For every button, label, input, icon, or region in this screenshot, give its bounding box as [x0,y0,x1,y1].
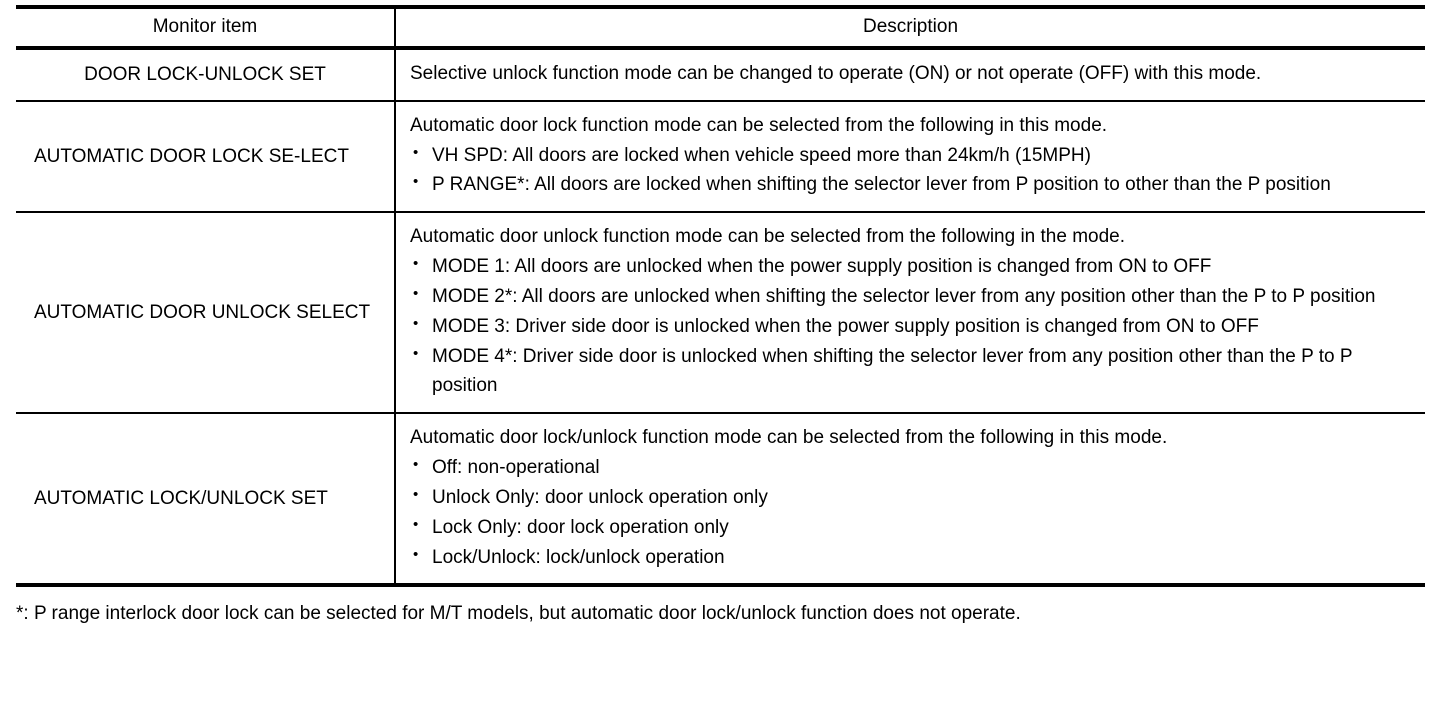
description-cell: Selective unlock function mode can be ch… [395,48,1425,101]
description-bullet-item: Unlock Only: door unlock operation only [410,483,1415,513]
description-bullet-list: MODE 1: All doors are unlocked when the … [410,252,1415,401]
monitor-item-cell: AUTOMATIC DOOR UNLOCK SELECT [16,211,396,414]
description-bullet-item: MODE 1: All doors are unlocked when the … [410,252,1415,282]
description-bullet-item: MODE 2*: All doors are unlocked when shi… [410,282,1415,312]
table-row: AUTOMATIC DOOR LOCK SE-LECT Automatic doo… [16,99,1425,213]
monitor-item-cell: AUTOMATIC LOCK/UNLOCK SET [16,412,396,586]
table-row: DOOR LOCK-UNLOCK SET Selective unlock fun… [16,48,1425,101]
monitor-item-cell: DOOR LOCK-UNLOCK SET [16,48,396,101]
table-header: Monitor item Description [16,7,1425,50]
description-bullet-item: Lock/Unlock: lock/unlock operation [410,543,1415,573]
table-row: AUTOMATIC DOOR UNLOCK SELECT Automatic do… [16,211,1425,414]
description-bullet-list: Off: non-operationalUnlock Only: door un… [410,453,1415,572]
description-lead-text: Automatic door lock/unlock function mode… [410,427,1168,449]
description-bullet-item: MODE 3: Driver side door is unlocked whe… [410,312,1415,342]
description-bullet-item: Lock Only: door lock operation only [410,513,1415,543]
description-lead-text: Automatic door unlock function mode can … [410,226,1126,248]
column-header-monitor-item: Monitor item [16,7,396,50]
table-body: DOOR LOCK-UNLOCK SET Selective unlock fun… [16,48,1425,586]
description-bullet-item: VH SPD: All doors are locked when vehicl… [410,141,1415,171]
description-cell: Automatic door unlock function mode can … [395,211,1425,414]
description-bullet-item: P RANGE*: All doors are locked when shif… [410,170,1415,200]
description-cell: Automatic door lock function mode can be… [395,99,1425,213]
description-bullet-item: MODE 4*: Driver side door is unlocked wh… [410,342,1415,402]
description-bullet-list: VH SPD: All doors are locked when vehicl… [410,141,1415,201]
description-lead-text: Automatic door lock function mode can be… [410,114,1108,136]
monitor-item-table: Monitor item Description DOOR LOCK-UNLOC… [16,5,1425,588]
header-row: Monitor item Description [16,7,1425,50]
monitor-item-cell: AUTOMATIC DOOR LOCK SE-LECT [16,99,396,213]
description-bullet-item: Off: non-operational [410,453,1415,483]
column-header-description: Description [395,7,1425,50]
description-cell: Automatic door lock/unlock function mode… [395,412,1425,586]
table-footnote: *: P range interlock door lock can be se… [16,603,1021,625]
table-row: AUTOMATIC LOCK/UNLOCK SET Automatic door … [16,412,1425,586]
description-lead-text: Selective unlock function mode can be ch… [410,63,1262,84]
